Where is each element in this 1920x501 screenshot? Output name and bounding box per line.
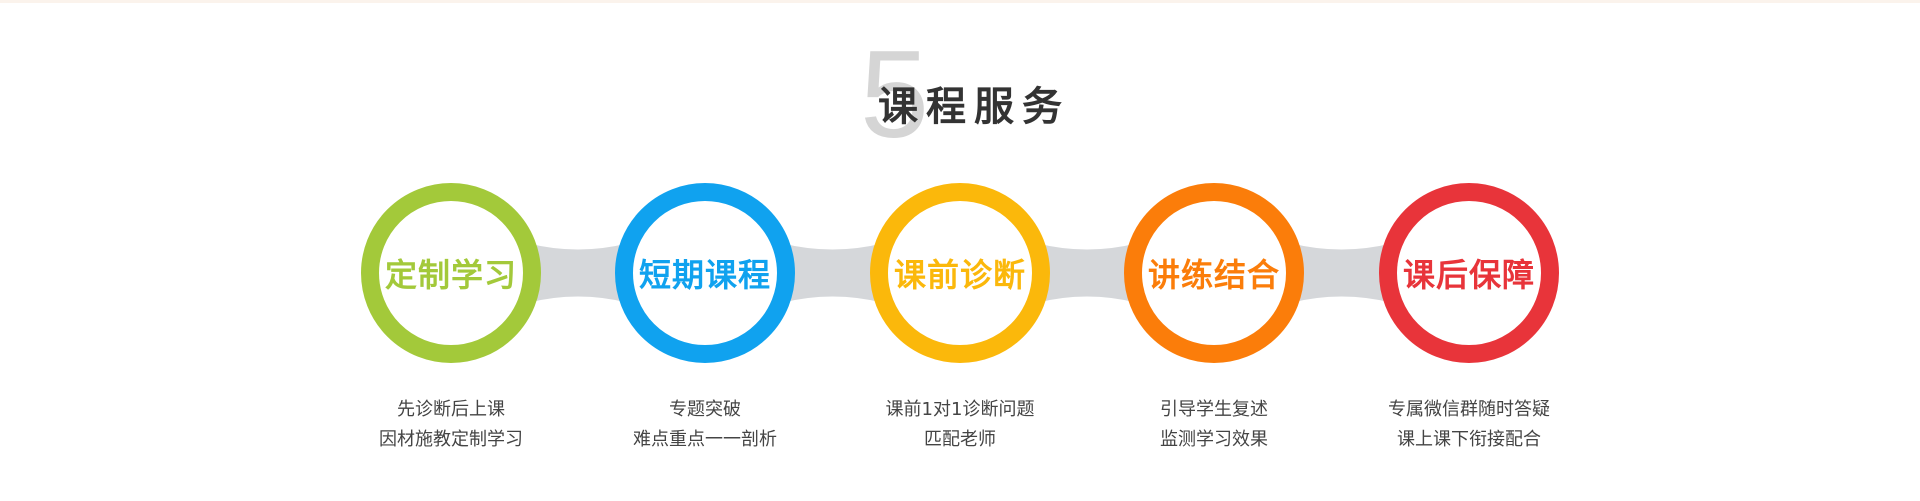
step-desc-line: 先诊断后上课 xyxy=(397,399,505,420)
step-description: 专属微信群随时答疑 课上课下衔接配合 xyxy=(1359,395,1579,455)
connector-band-2 xyxy=(781,243,884,303)
step-desc-line: 难点重点一一剖析 xyxy=(633,429,777,450)
step-description: 专题突破 难点重点一一剖析 xyxy=(595,395,815,455)
section-header: 5 课程服务 xyxy=(860,26,1080,164)
connector-band-1 xyxy=(527,243,629,303)
section-number: 5 xyxy=(860,26,929,164)
step-description: 引导学生复述 监测学习效果 xyxy=(1104,395,1324,455)
step-desc-line: 课前1对1诊断问题 xyxy=(885,399,1035,420)
step-desc-line: 专题突破 xyxy=(669,399,741,420)
step-desc-line: 匹配老师 xyxy=(924,429,996,450)
step-circle-custom-learning[interactable]: 定制学习 xyxy=(361,183,541,363)
step-desc-line: 引导学生复述 xyxy=(1160,399,1268,420)
connector-band-3 xyxy=(1036,243,1138,303)
step-title: 短期课程 xyxy=(638,256,771,294)
step-desc-line: 课上课下衔接配合 xyxy=(1397,429,1541,450)
step-circle-after-class-support[interactable]: 课后保障 xyxy=(1379,183,1559,363)
step-circle-short-course[interactable]: 短期课程 xyxy=(615,183,795,363)
step-description: 先诊断后上课 因材施教定制学习 xyxy=(341,395,561,455)
step-title: 课后保障 xyxy=(1402,256,1535,294)
step-title: 讲练结合 xyxy=(1147,256,1280,294)
top-divider xyxy=(0,0,1920,3)
step-circle-pre-class-diagnosis[interactable]: 课前诊断 xyxy=(870,183,1050,363)
connector-band-4 xyxy=(1290,243,1393,303)
step-title: 定制学习 xyxy=(384,256,517,294)
step-desc-line: 专属微信群随时答疑 xyxy=(1388,399,1550,420)
step-title: 课前诊断 xyxy=(893,256,1026,294)
step-desc-line: 监测学习效果 xyxy=(1160,429,1268,450)
step-desc-line: 因材施教定制学习 xyxy=(379,429,523,450)
step-circle-practice[interactable]: 讲练结合 xyxy=(1124,183,1304,363)
step-description: 课前1对1诊断问题 匹配老师 xyxy=(850,395,1070,455)
section-title: 课程服务 xyxy=(878,84,1070,130)
